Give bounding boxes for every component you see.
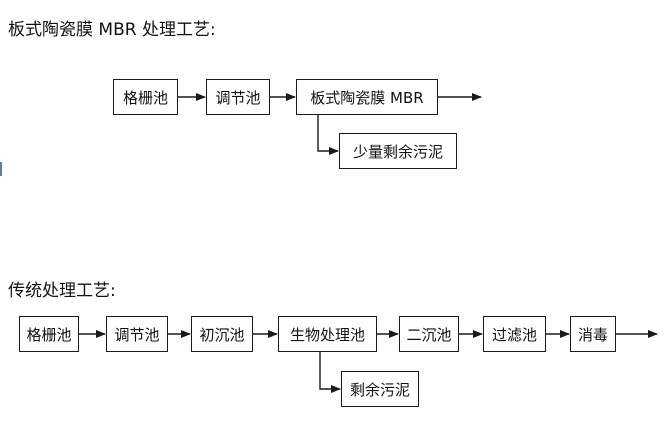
mbr-arrow-to-sludge: [317, 115, 339, 155]
mbr-step-ceramic-membrane-mbr: 板式陶瓷膜 MBR: [296, 79, 438, 115]
mbr-process-title: 板式陶瓷膜 MBR 处理工艺:: [8, 20, 216, 40]
trad-step-disinfection: 消毒: [570, 316, 616, 352]
mbr-step-equalization-tank: 调节池: [206, 79, 270, 115]
trad-step-filter-tank: 过滤池: [483, 316, 546, 352]
left-edge-marker: [0, 162, 2, 176]
mbr-step-grit-chamber: 格栅池: [113, 79, 178, 115]
trad-step-secondary-clarifier: 二沉池: [399, 316, 459, 352]
mbr-side-output-sludge: 少量剩余污泥: [339, 133, 457, 169]
traditional-process-title: 传统处理工艺:: [8, 281, 116, 301]
trad-arrow-to-sludge: [319, 352, 341, 393]
trad-side-output-sludge: 剩余污泥: [341, 371, 419, 407]
trad-step-equalization-tank: 调节池: [106, 316, 168, 352]
trad-step-biological-tank: 生物处理池: [278, 316, 377, 352]
trad-step-grit-chamber: 格栅池: [19, 316, 79, 352]
trad-step-primary-clarifier: 初沉池: [191, 316, 253, 352]
